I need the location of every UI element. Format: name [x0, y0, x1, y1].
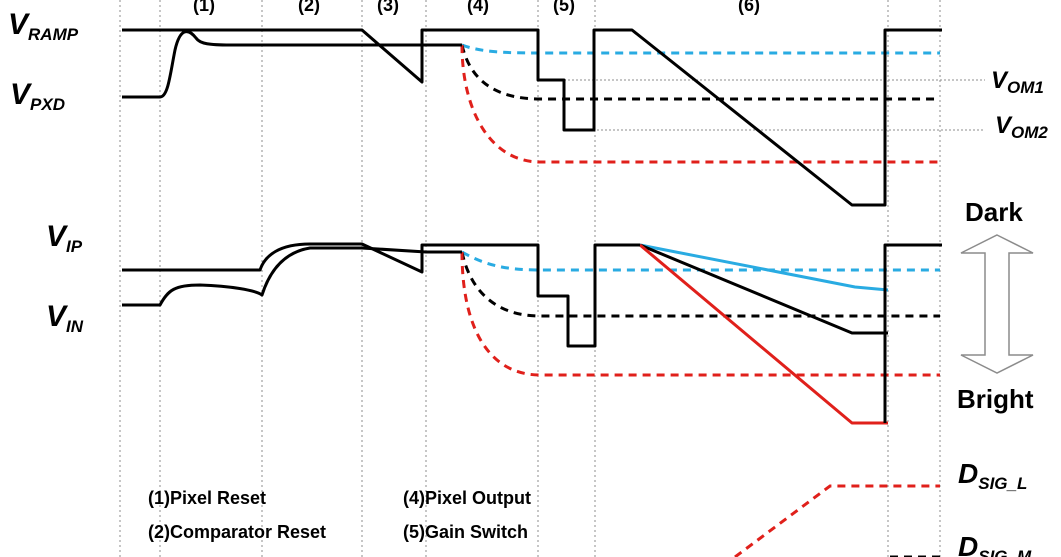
phase-label-2: (2)	[298, 0, 320, 15]
d-sig-m-sub: SIG_M	[978, 547, 1032, 557]
v-in-label: VIN	[46, 300, 84, 336]
v-in-sub: IN	[66, 317, 84, 336]
phase-label-4: (4)	[467, 0, 489, 15]
v-ip-label: VIP	[46, 220, 83, 256]
vin-dark-trace	[461, 250, 940, 272]
phase-labels: (1) (2) (3) (4) (5) (6)	[193, 0, 760, 15]
digital-output-group	[734, 484, 940, 557]
d-sig-l-label: DSIG_L	[958, 458, 1027, 493]
v-om2-sub: OM2	[1011, 123, 1048, 142]
v-om2-main: V	[995, 112, 1013, 139]
vramp-trace	[122, 28, 942, 207]
v-ramp-sub: RAMP	[28, 25, 79, 44]
dark-bright-arrow	[960, 234, 1034, 374]
v-om1-main: V	[991, 67, 1009, 94]
d-sig-m-label: DSIG_M	[958, 531, 1032, 557]
v-om2-label: VOM2	[995, 112, 1048, 142]
vpxd-mid-trace	[460, 44, 940, 101]
vpxd-dark-trace	[461, 43, 940, 55]
double-arrow-icon	[960, 234, 1034, 374]
v-pxd-sub: PXD	[30, 95, 65, 114]
phase-label-5: (5)	[553, 0, 575, 15]
vip-final-step	[883, 243, 942, 423]
phase-label-1: (1)	[193, 0, 215, 15]
v-in-main: V	[46, 300, 69, 333]
v-om1-sub: OM1	[1007, 78, 1044, 97]
vin-bright-trace	[460, 251, 940, 377]
vip-trace	[122, 242, 640, 348]
phase-label-3: (3)	[377, 0, 399, 15]
vpxd-bright-trace	[460, 44, 940, 164]
v-om1-label: VOM1	[991, 67, 1044, 97]
dark-label: Dark	[965, 197, 1023, 227]
vip-vin-group	[122, 242, 942, 425]
vin-mid-slope	[639, 243, 888, 335]
v-pxd-main: V	[10, 78, 33, 111]
v-pxd-label: VPXD	[10, 78, 65, 114]
vpxd-trace	[122, 30, 462, 99]
legend-item-1: (1)Pixel Reset	[148, 488, 266, 508]
v-ip-sub: IP	[66, 237, 83, 256]
vom-reference-lines	[540, 79, 985, 131]
vramp-vpxd-group	[122, 28, 942, 207]
legend-item-4: (4)Pixel Output	[403, 488, 531, 508]
bright-label: Bright	[957, 384, 1034, 414]
phase-legend: (1)Pixel Reset (2)Comparator Reset (4)Pi…	[148, 488, 531, 542]
signal-labels: VRAMP VPXD VOM1 VOM2 VIP VIN DSIG_L DSIG…	[8, 8, 1048, 557]
vin-bright-slope	[639, 243, 888, 425]
v-ip-main: V	[46, 220, 69, 253]
dsig-l-trace	[734, 484, 940, 557]
vin-mid-trace	[460, 251, 940, 318]
d-sig-m-main: D	[958, 531, 978, 557]
legend-item-2: (2)Comparator Reset	[148, 522, 326, 542]
vin-dark-slope	[639, 243, 889, 292]
d-sig-l-sub: SIG_L	[978, 474, 1027, 493]
d-sig-l-main: D	[958, 458, 978, 489]
phase-label-6: (6)	[738, 0, 760, 15]
v-ramp-label: VRAMP	[8, 8, 79, 44]
vin-trace	[122, 246, 462, 307]
legend-item-5: (5)Gain Switch	[403, 522, 528, 542]
v-ramp-main: V	[8, 8, 31, 41]
